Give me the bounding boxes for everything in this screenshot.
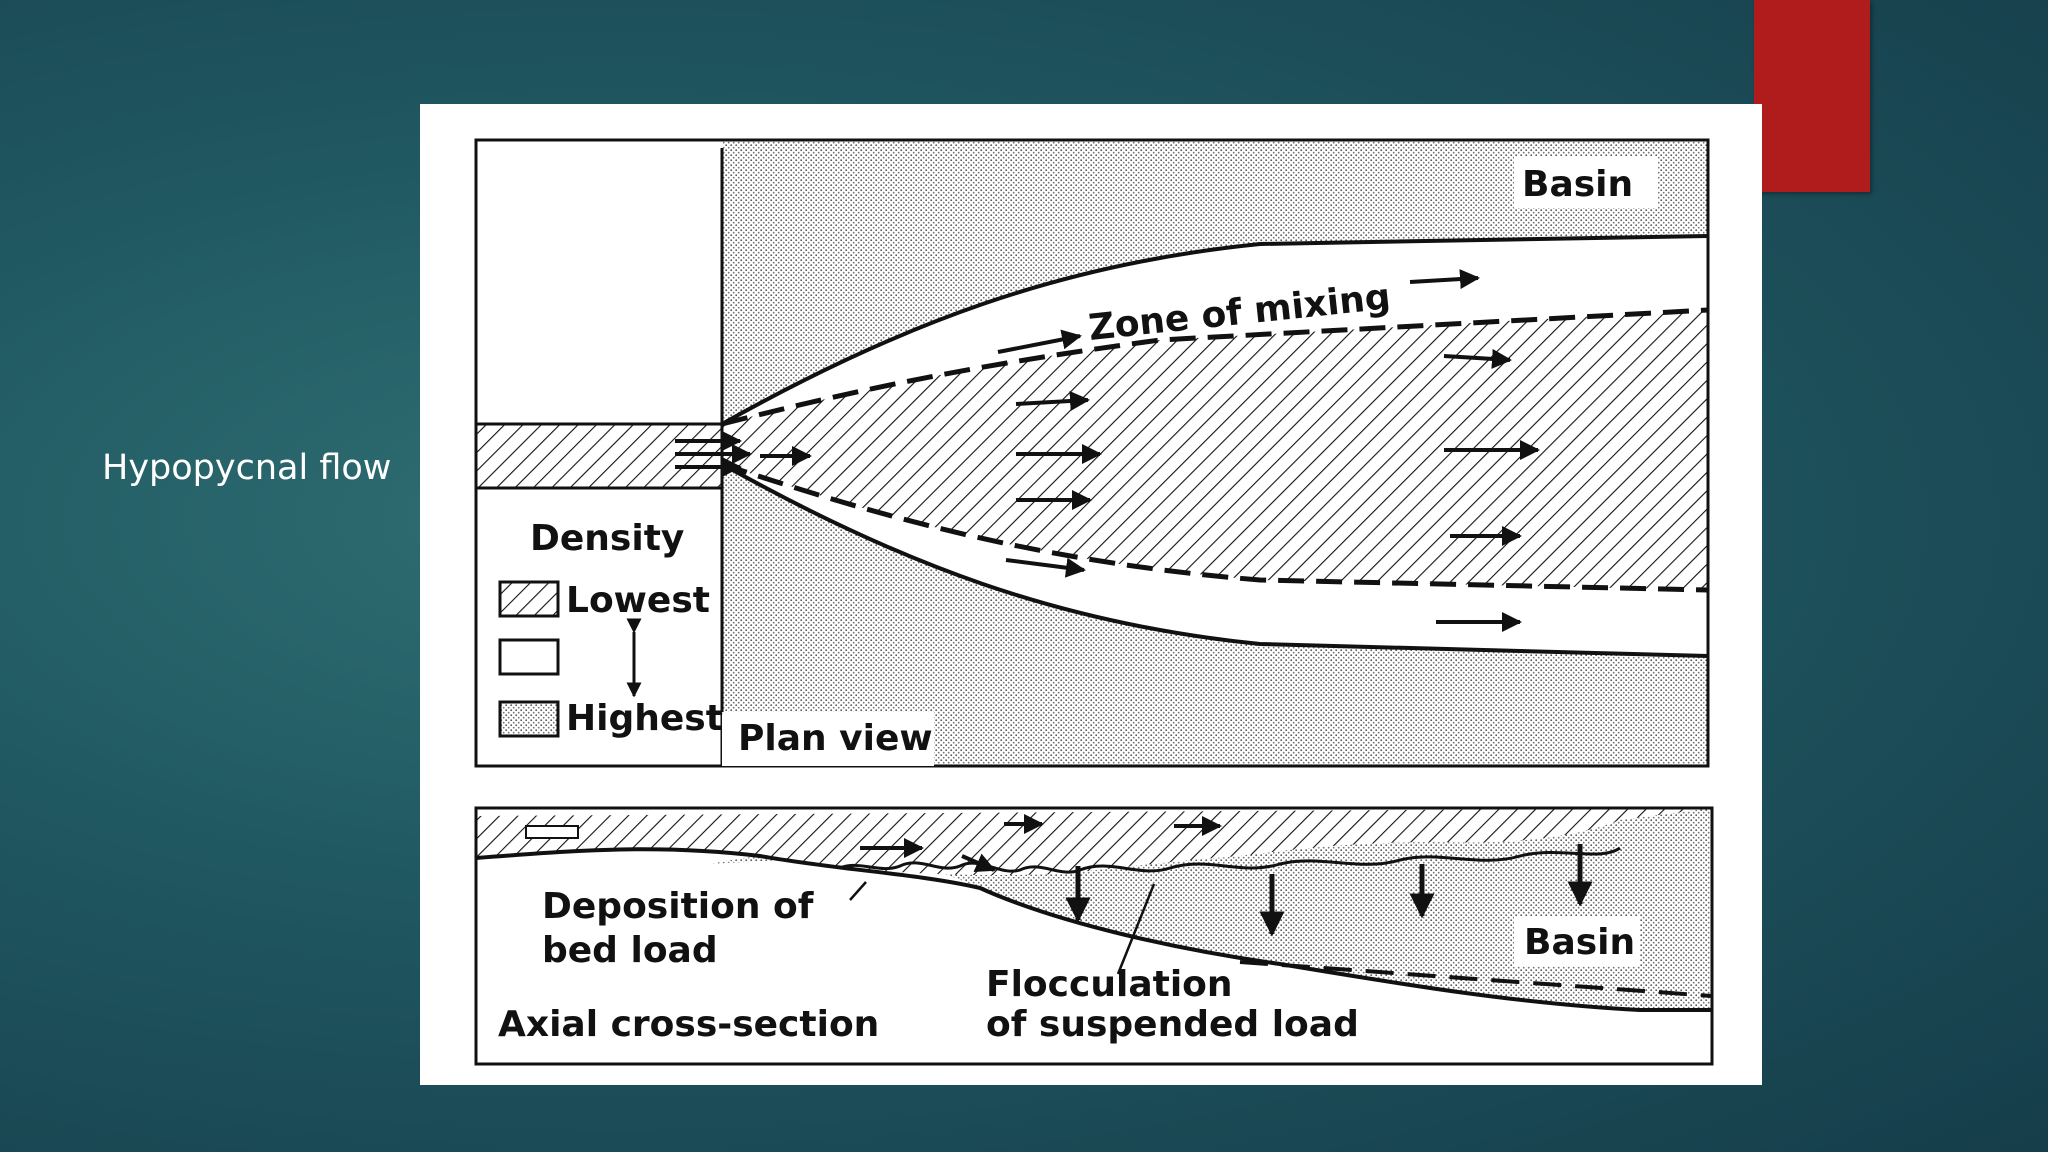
flocculation-label-line2: of suspended load [986, 1004, 1359, 1045]
flocculation-label-line1: Flocculation [986, 964, 1233, 1005]
basin-label-cross: Basin [1524, 922, 1635, 963]
surface-flow-arrows [860, 814, 1222, 872]
plan-view: Basin Zone of mixing Plan view Density L… [474, 138, 1710, 768]
settling-arrows [1065, 844, 1593, 937]
mixing-edge-lower [721, 462, 1709, 658]
plan-view-label-bg [722, 712, 934, 766]
mixing-interface [839, 846, 1621, 874]
river-flow-arrow [525, 825, 579, 839]
deposition-label-line1: Deposition of [542, 886, 814, 927]
flocculation-leader [1116, 883, 1156, 975]
deposition-leader [849, 881, 867, 901]
legend-swatch-highest [498, 700, 560, 738]
plume-lowest-density [722, 310, 1708, 590]
basin-label: Basin [1522, 164, 1633, 205]
floc-horizon [1239, 960, 1713, 998]
legend-label-highest: Highest [566, 698, 723, 739]
legend-swatch-lowest [498, 580, 560, 618]
basin-label-bg-cross [1514, 916, 1640, 966]
diagram-svg: Basin Zone of mixing Plan view Density L… [474, 138, 1714, 1066]
legend-swatch-intermediate [498, 638, 560, 676]
flow-arrows [760, 269, 1540, 632]
density-legend: Density Lowest Highest [498, 518, 723, 739]
legend-title: Density [530, 518, 684, 559]
mixing-edge-upper [721, 234, 1709, 426]
plume-boundary-upper [721, 307, 1709, 427]
channel-arrows [675, 431, 752, 477]
legend-label-lowest: Lowest [566, 580, 710, 621]
deposition-label-line2: bed load [542, 930, 718, 971]
hypopycnal-flow-figure: Basin Zone of mixing Plan view Density L… [420, 104, 1762, 1085]
accent-bar [1754, 0, 1870, 192]
plan-view-frame [474, 138, 1710, 768]
bed-profile [475, 847, 1712, 1012]
axial-cross-section-label: Axial cross-section [498, 1004, 879, 1045]
plan-view-label: Plan view [738, 718, 933, 759]
basin-label-bg [1514, 156, 1658, 208]
cross-section-frame [474, 806, 1714, 1066]
cross-section: Deposition of bed load Axial cross-secti… [474, 806, 1714, 1066]
plume-boundary-lower [721, 461, 1709, 593]
slide-title: Hypopycnal flow [102, 448, 392, 488]
